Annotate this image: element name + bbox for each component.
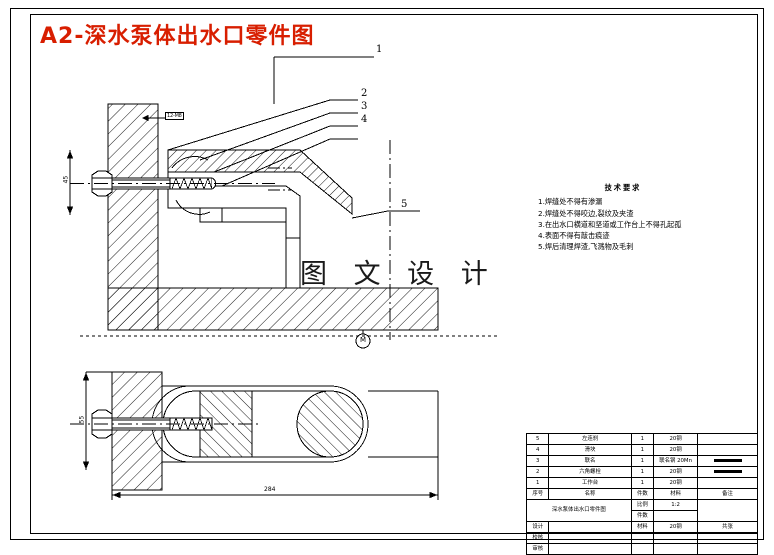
part-material: 20钢: [653, 477, 699, 489]
technical-requirement-item: 4.表面不得有敲击痕迹: [538, 231, 610, 241]
table-row: 3 联名 1 联名钢 20Mn: [525, 455, 758, 467]
role-row-design: 设计 材料 20钢 共张: [525, 521, 758, 533]
leader-label-2: 2: [361, 88, 368, 99]
technical-requirements-heading: 技术要求: [604, 183, 642, 192]
part-material: 20钢: [653, 466, 699, 478]
column-header-material: 材料: [653, 488, 699, 500]
technical-requirement-item: 5.焊后清理焊渣,飞溅物及毛刺: [538, 242, 634, 252]
part-name: 左连刹: [548, 433, 632, 445]
part-note: [697, 444, 758, 456]
part-note: [697, 466, 758, 478]
blank-cell: [630, 543, 655, 555]
part-note: [697, 477, 758, 489]
part-qty: 1: [630, 455, 655, 467]
column-header-qty: 件数: [630, 488, 655, 500]
drawing-name-row: 深水泵体出水口零件图 比例 1:2: [526, 499, 758, 522]
blank-cell: [653, 543, 699, 555]
part-no: 4: [525, 444, 550, 456]
column-header-note: 备注: [697, 488, 758, 500]
technical-requirement-item: 2.焊缝处不得咬边,裂纹及夹渣: [538, 208, 634, 218]
watermark-text: 图 文 设 计: [300, 259, 497, 290]
leader-label-5: 5: [401, 199, 408, 210]
leader-label-4: 4: [361, 114, 368, 125]
blank-cell: [697, 532, 758, 544]
part-no: 1: [525, 477, 550, 489]
material-label: 材料: [630, 521, 655, 533]
sheet-border-inner: [30, 14, 758, 534]
part-material: 20钢: [653, 433, 699, 445]
technical-requirement-item: 3.在出水口横道和坚道或工作台上不得孔起孤: [538, 219, 682, 229]
section-mark-label: M: [360, 336, 367, 344]
part-note: [697, 433, 758, 445]
material-value: 20钢: [653, 521, 699, 533]
part-name: 六角螺栓: [548, 466, 632, 478]
sheet-border-outer: [10, 8, 764, 540]
blank-cell: [653, 532, 699, 544]
part-name: 滑块: [548, 444, 632, 456]
column-header-no: 序号: [525, 488, 550, 500]
part-qty: 1: [630, 477, 655, 489]
dimension-callout-top: 12-M8: [165, 112, 184, 120]
table-row: 5 左连刹 1 20钢: [525, 433, 758, 445]
table-row: 2 六角螺栓 1 20钢: [525, 466, 758, 478]
leader-label-1: 1: [376, 44, 383, 55]
role-value-check: [548, 532, 632, 544]
note-bar: [713, 469, 742, 473]
part-no: 2: [525, 466, 550, 478]
note-bar: [713, 458, 742, 462]
role-row-approve: 审核: [525, 543, 758, 555]
part-note: [697, 455, 758, 467]
technical-requirement-item: 1.焊缝处不得有渗漏: [538, 197, 603, 207]
part-qty: 1: [630, 444, 655, 456]
scale-label: 比例: [630, 499, 655, 511]
page-title: A2-深水泵体出水口零件图: [40, 24, 315, 49]
scale-value: 1:2: [653, 499, 699, 511]
role-value-design: [548, 521, 632, 533]
title-block: 5 左连刹 1 20钢 4 滑块 1 20钢 3 联名 1 联名钢 20Mn 2…: [525, 433, 758, 555]
role-label-approve: 审核: [525, 543, 550, 555]
role-value-approve: [548, 543, 632, 555]
table-row: 4 滑块 1 20钢: [525, 444, 758, 456]
title-block-blank: [697, 499, 758, 522]
leader-label-3: 3: [361, 101, 368, 112]
part-name: 工作台: [548, 477, 632, 489]
column-header-name: 名称: [548, 488, 632, 500]
part-material: 联名钢 20Mn: [653, 455, 699, 467]
role-label-check: 校核: [525, 532, 550, 544]
stage-label: 共张: [697, 521, 758, 533]
weight-value: [653, 510, 699, 522]
table-header-row: 序号 名称 件数 材料 备注: [525, 488, 758, 500]
table-row: 1 工作台 1 20钢: [525, 477, 758, 489]
weight-label: 件数: [630, 510, 655, 522]
blank-cell: [630, 532, 655, 544]
technical-requirements-block: 技术要求 1.焊缝处不得有渗漏 2.焊缝处不得咬边,裂纹及夹渣 3.在出水口横道…: [538, 182, 708, 253]
dimension-left-bottom: 55: [78, 415, 86, 424]
part-name: 联名: [548, 455, 632, 467]
blank-cell: [697, 543, 758, 555]
drawing-name: 深水泵体出水口零件图: [526, 499, 632, 522]
dimension-bottom-overall: 284: [264, 486, 276, 493]
part-no: 5: [525, 433, 550, 445]
part-no: 3: [525, 455, 550, 467]
dimension-left-top: 45: [62, 175, 70, 184]
part-qty: 1: [630, 433, 655, 445]
role-label-design: 设计: [525, 521, 550, 533]
role-row-check: 校核: [525, 532, 758, 544]
part-qty: 1: [630, 466, 655, 478]
part-material: 20钢: [653, 444, 699, 456]
